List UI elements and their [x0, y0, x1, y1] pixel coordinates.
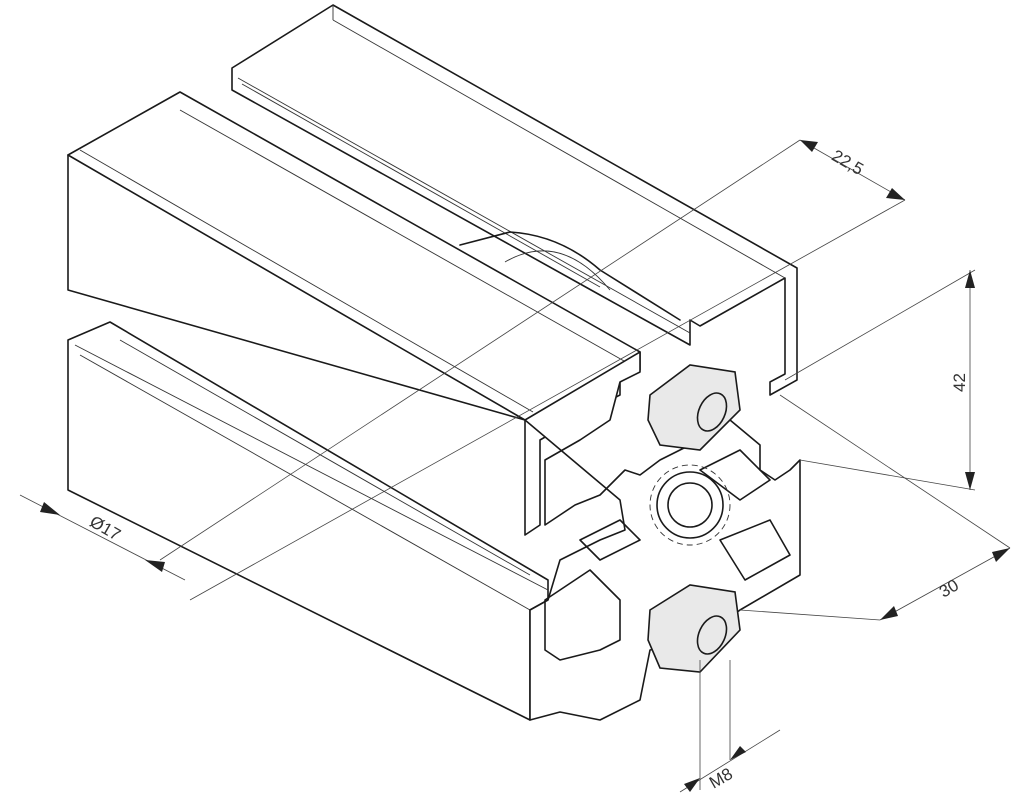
center-bore	[656, 471, 724, 539]
dimension-lines	[19, 139, 1011, 793]
lower-block	[67, 321, 549, 721]
front-profile-face	[524, 351, 801, 721]
top-rail	[231, 4, 798, 396]
t-nut-upper	[647, 364, 741, 451]
t-nut-lower	[647, 584, 741, 673]
dim-height-label: 42	[950, 373, 969, 392]
